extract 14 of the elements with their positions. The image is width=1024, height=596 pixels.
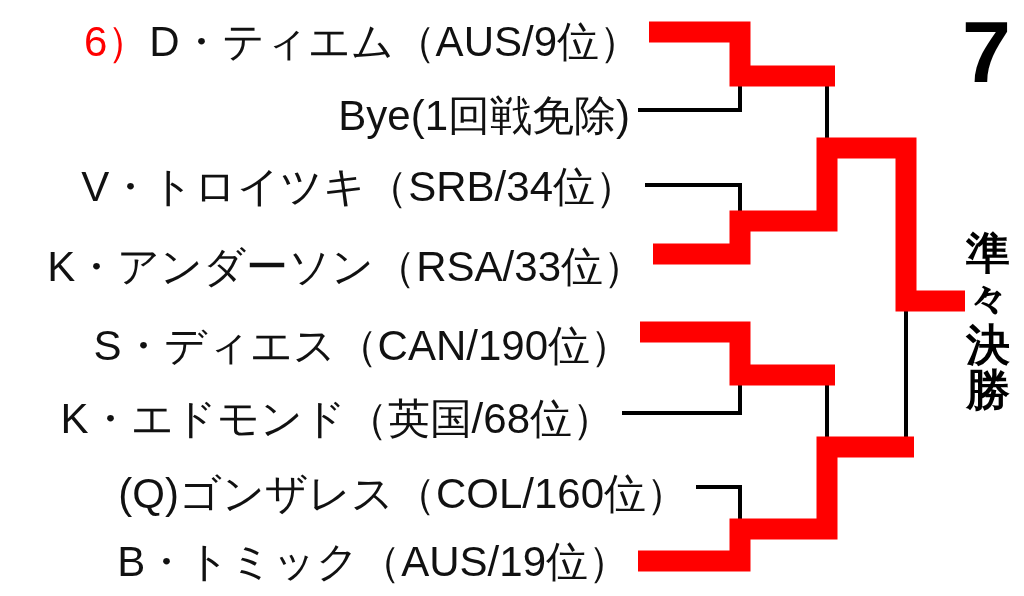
- player-name: K・エドモンド（英国/68位）: [60, 396, 614, 443]
- player-name: S・ディエス（CAN/190位）: [93, 323, 632, 370]
- player-name: D・ティエム（AUS/9位）: [149, 18, 641, 65]
- player-name: K・アンダーソン（RSA/33位）: [47, 244, 645, 291]
- section-number: 7: [962, 8, 1011, 96]
- seed-number: 6）: [83, 18, 150, 65]
- bracket-line: [640, 321, 835, 386]
- bracket-line: [649, 21, 835, 87]
- round-label: 準々決勝: [966, 230, 1010, 413]
- player-name: B・トミック（AUS/19位）: [117, 539, 630, 586]
- player-name: Bye(1回戦免除): [338, 93, 630, 140]
- bracket-line: [638, 436, 914, 572]
- player-name: (Q)ゴンザレス（COL/160位）: [118, 471, 688, 518]
- player-name: V・トロイツキ（SRB/34位）: [81, 164, 637, 211]
